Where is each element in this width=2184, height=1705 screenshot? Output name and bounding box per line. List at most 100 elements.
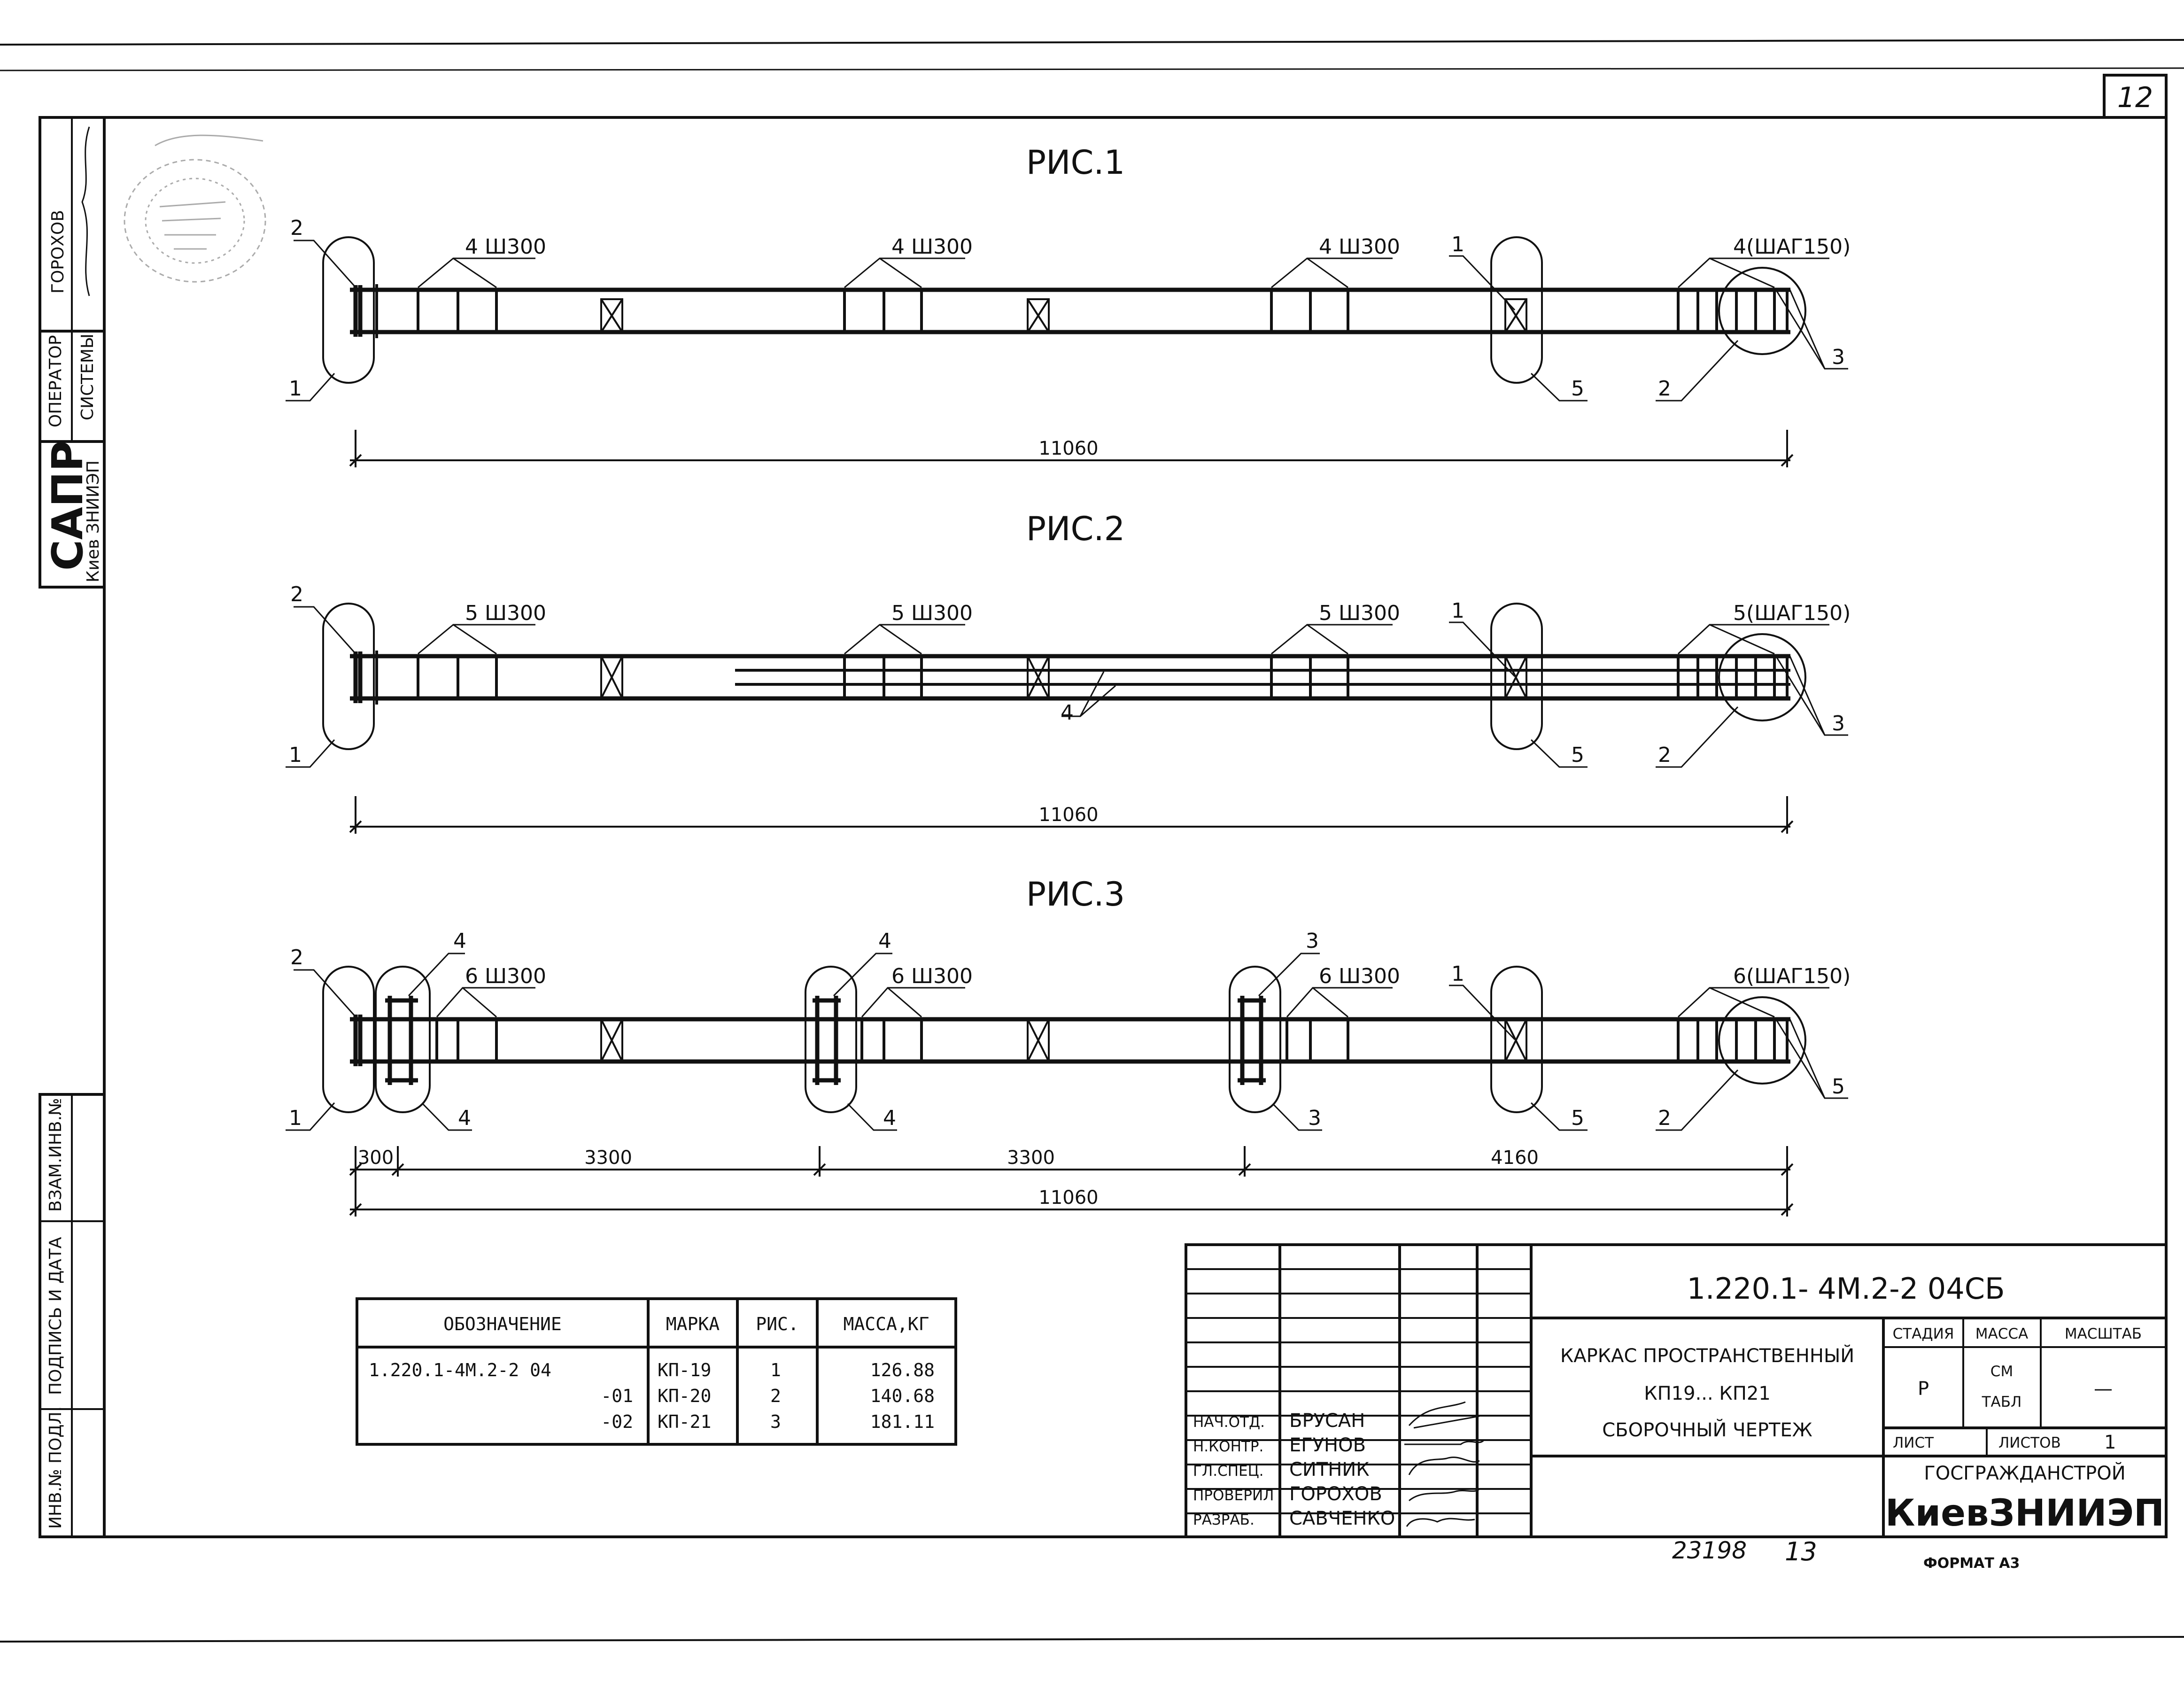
stirrup-group [1270, 290, 1349, 332]
stirrup-group [843, 290, 923, 332]
callout-number: 1 [1451, 599, 1464, 623]
table-row: 1.220.1-4М.2-2 04 КП-19 1 126.88 [369, 1360, 935, 1380]
mass-value: СМ [1990, 1363, 2013, 1380]
side-stamp-system-text: СИСТЕМЫ [78, 333, 97, 420]
dimension-label: 11060 [1038, 804, 1098, 826]
side-stamp-operator-text: ОПЕРАТОР [46, 335, 65, 427]
signature-row: ГЛ.СПЕЦ. СИТНИК [1193, 1459, 1370, 1480]
callout-number: 5 [1571, 377, 1584, 401]
leader-line [861, 987, 965, 1018]
callout-label: 6 Ш300 [891, 964, 973, 988]
table-cell: КП-20 [658, 1386, 711, 1406]
callout-label: 4 Ш300 [465, 235, 546, 259]
dimension-tick [349, 454, 362, 467]
callout-number: 3 [1308, 1106, 1321, 1130]
cross-brace [600, 655, 623, 699]
specification-table: ОБОЗНАЧЕНИЕ МАРКА РИС. МАССА,КГ 1.220.1-… [356, 1297, 957, 1446]
callout-number: 1 [289, 377, 302, 401]
leader-line [1449, 255, 1516, 311]
sheets-value: 1 [2104, 1432, 2116, 1453]
table-cell: 2 [770, 1386, 781, 1406]
figure-title: РИС.3 [1026, 875, 1125, 914]
title-line: КАРКАС ПРОСТРАНСТВЕННЫЙ [1560, 1344, 1854, 1367]
side-stamp-sapr [39, 440, 106, 589]
leader-line [286, 1102, 335, 1131]
scan-edge-line [0, 1636, 2184, 1643]
leader-line [833, 953, 892, 997]
side-stamp-replace-inv: ВЗАМ.ИНВ.№ [46, 1098, 65, 1212]
signature-name: ЕГУНОВ [1289, 1434, 1366, 1456]
leader-line [294, 240, 358, 289]
callout-number: 2 [290, 582, 303, 606]
table-cell: 126.88 [870, 1360, 935, 1380]
sheet-number-box [2103, 74, 2168, 119]
stirrup-group [1270, 656, 1349, 698]
table-cell: 1.220.1-4М.2-2 04 [369, 1360, 551, 1380]
sheet-frame [103, 116, 2168, 1538]
dimension-label: 300 [358, 1147, 394, 1169]
vertical-frame [1238, 996, 1266, 1085]
callout-number: 2 [1658, 1106, 1671, 1130]
handwritten-signatures [1404, 1401, 1485, 1527]
callout-number: 3 [1306, 929, 1319, 953]
table-cell: 181.11 [870, 1411, 935, 1432]
leader-line [847, 1103, 897, 1131]
table-row: -01 КП-20 2 140.68 [601, 1386, 935, 1406]
callout-label: 4 Ш300 [1319, 235, 1400, 259]
table-header: ОБОЗНАЧЕНИЕ [443, 1314, 562, 1334]
table-header: МАРКА [666, 1314, 720, 1334]
mass-value: ТАБЛ [1982, 1394, 2022, 1410]
organization-line2: КиевЗНИИЭП [1885, 1492, 2164, 1534]
scale-value: — [2094, 1378, 2113, 1400]
callout-number: 2 [1658, 743, 1671, 767]
signature-role: РАЗРАБ. [1193, 1511, 1255, 1528]
dimension-tick [1781, 1203, 1794, 1216]
signature-name: СИТНИК [1289, 1459, 1370, 1480]
leader-line [1656, 706, 1739, 768]
detail-ellipse-left [322, 603, 375, 750]
dimension-tick [1781, 454, 1794, 467]
document-number: 1.220.1- 4М.2-2 04СБ [1687, 1271, 2005, 1306]
callout-label: 5 Ш300 [465, 601, 546, 625]
title-block: НАЧ.ОТД. БРУСАН Н.КОНТР. ЕГУНОВ ГЛ.СПЕЦ.… [1185, 1243, 2168, 1538]
cross-brace [1027, 1018, 1050, 1062]
leader-line [1258, 953, 1320, 997]
organization-line1: ГОСГРАЖДАНСТРОЙ [1924, 1462, 2125, 1484]
table-header: МАССА,КГ [843, 1314, 929, 1334]
callout-number: 2 [1658, 377, 1671, 401]
sheet-label: ЛИСТ [1893, 1434, 1934, 1451]
dimension-label: 4160 [1491, 1147, 1539, 1169]
stirrup-group [375, 284, 498, 338]
detail-ellipse-middle [1490, 236, 1543, 384]
detail-ellipse [805, 966, 857, 1113]
stirrup-group [435, 1019, 498, 1062]
callout-label: 4(ШАГ150) [1733, 235, 1851, 259]
cross-brace [600, 298, 623, 333]
callout-label: 5 Ш300 [891, 601, 973, 625]
leader-line [1774, 655, 1848, 736]
title-line: КП19... КП21 [1644, 1383, 1771, 1404]
stirrup-group-dense [1677, 656, 1789, 698]
dimension-tick [1781, 820, 1794, 833]
callout-number: 4 [458, 1106, 471, 1130]
callout-number: 4 [878, 929, 891, 953]
detail-ellipse-left-2 [375, 966, 431, 1113]
callout-number: 4 [883, 1106, 896, 1130]
format-label: ФОРМАТ А3 [1923, 1555, 2020, 1572]
vertical-frame [385, 996, 418, 1085]
leader-line [436, 987, 535, 1018]
side-stamp-inv-orig: ИНВ.№ ПОДЛ. [46, 1406, 65, 1529]
cross-brace [1027, 298, 1050, 333]
detail-ellipse-left [322, 966, 375, 1113]
signature-role: ГЛ.СПЕЦ. [1193, 1463, 1264, 1480]
dimension-tick [349, 1203, 362, 1216]
stirrup-group [860, 1019, 923, 1062]
table-cell: 140.68 [870, 1386, 935, 1406]
figure-2: РИС.2 [286, 510, 1851, 834]
stirrup-group [375, 651, 498, 705]
detail-circle-right [1718, 996, 1806, 1085]
leader-line [1530, 1102, 1588, 1131]
leader-line [408, 953, 465, 997]
dimension-label: 3300 [1007, 1147, 1055, 1169]
